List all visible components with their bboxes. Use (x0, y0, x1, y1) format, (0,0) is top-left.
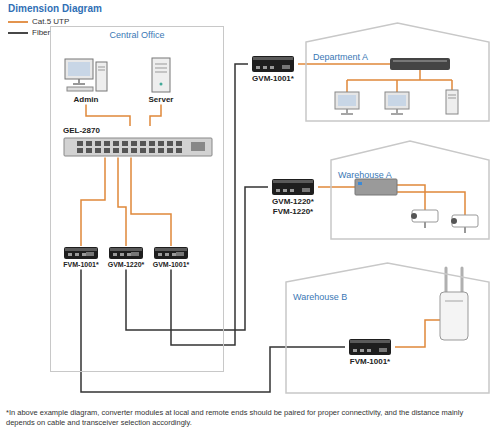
legend-line-fiber (8, 32, 28, 34)
utp-cable (298, 63, 305, 65)
house-outline (331, 141, 489, 239)
footnote-caption: *In above example diagram, converter mod… (6, 408, 492, 428)
network-switch: GEL-2870 (63, 126, 213, 158)
building-label: Department A (313, 52, 368, 62)
device-label: Server (138, 95, 184, 105)
device-label: GVM-1220* FVM-1220* (268, 197, 318, 216)
server-computer: Server (138, 56, 184, 105)
utp-cable (131, 158, 171, 246)
house-outline (286, 263, 489, 393)
media-converter: FVM-1001* (60, 246, 102, 269)
switch-icon (63, 136, 213, 158)
media-converter: GVM-1220* FVM-1220* (268, 178, 318, 216)
device-label: GVM-1001* (248, 74, 298, 84)
device-label: GVM-1001* (150, 261, 192, 269)
device-icon (248, 55, 298, 73)
device-icon (268, 178, 318, 196)
warehouse-a-devices (330, 179, 478, 233)
fiber-cable (126, 187, 268, 330)
media-converter: GVM-1001* (150, 246, 192, 269)
utp-cable (150, 105, 161, 126)
device-icon (150, 246, 192, 260)
building-outline: Department A (305, 22, 490, 122)
media-converter: GVM-1220* (105, 246, 147, 269)
building-label: Warehouse A (338, 170, 392, 180)
legend-text: Fiber (32, 28, 50, 38)
legend-holder: Cat.5 UTP (32, 17, 69, 27)
house-shape (330, 140, 490, 240)
fiber-cable (171, 64, 248, 345)
device-label: FVM-1001* (345, 357, 395, 367)
utp-cable (81, 158, 105, 246)
building-label: Warehouse B (293, 292, 347, 302)
access-point (395, 268, 468, 347)
utp-cable (86, 105, 130, 126)
device-label: Admin (63, 95, 109, 105)
device-label: GEL-2870 (63, 126, 213, 136)
media-converter: FVM-1001* (345, 338, 395, 367)
house-shape (285, 262, 490, 394)
office-region: Central OfficeAdmin ServerGEL-2870FVM-100… (50, 26, 224, 372)
building-outline: Warehouse A (330, 140, 490, 240)
device-label: FVM-1001* (60, 261, 102, 269)
device-icon (138, 56, 184, 94)
device-icon (105, 246, 147, 260)
utp-cable (118, 158, 126, 246)
device-icon (60, 246, 102, 260)
caption-holder: *In above example diagram, converter mod… (6, 408, 492, 428)
legend-holder: Fiber (32, 28, 50, 38)
diagram-title: Dimension Diagram (8, 3, 102, 14)
device-label: GVM-1220* (105, 261, 147, 269)
department-devices (305, 58, 458, 114)
media-converter: GVM-1001* (248, 55, 298, 84)
device-icon (63, 56, 109, 94)
device-icon (345, 338, 395, 356)
admin-computer: Admin (63, 56, 109, 105)
utp-cable (318, 186, 330, 188)
title-holder: Dimension Diagram (8, 3, 102, 14)
region-label: Central Office (51, 30, 223, 40)
legend-line-cat5 (8, 21, 28, 23)
house-shape (305, 22, 490, 122)
building-outline: Warehouse B FVM-1001* (285, 262, 490, 394)
house-outline (306, 23, 489, 121)
fiber-cable (81, 269, 345, 392)
legend-text: Cat.5 UTP (32, 17, 69, 27)
